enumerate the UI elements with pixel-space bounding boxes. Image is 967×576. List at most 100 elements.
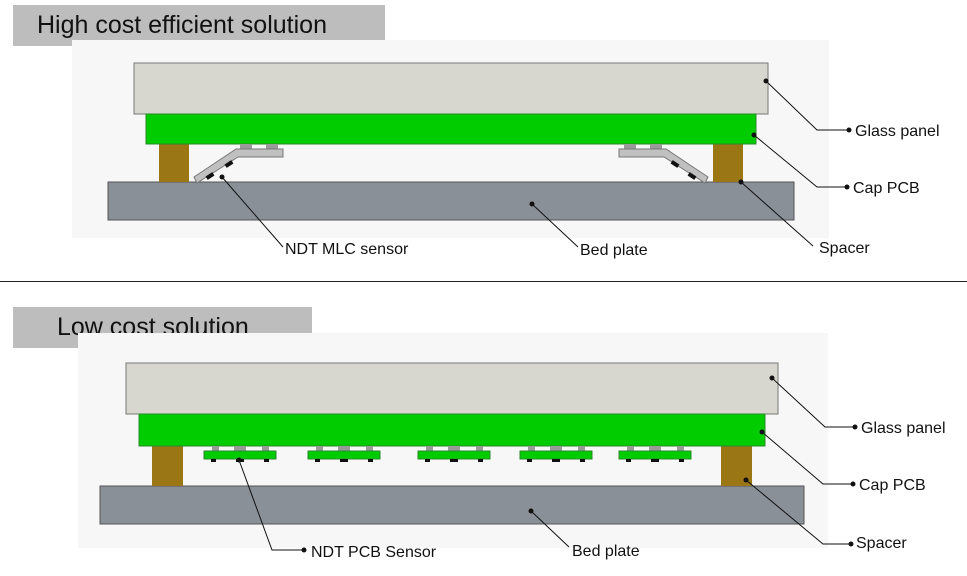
dot bbox=[844, 184, 850, 190]
dot bbox=[219, 174, 225, 180]
sensor-chip bbox=[651, 459, 659, 462]
pad bbox=[677, 446, 684, 451]
label-spacer: Spacer bbox=[856, 535, 907, 552]
bottom-bed-plate bbox=[99, 485, 805, 525]
sensor-chip bbox=[340, 459, 348, 462]
top-glass-panel bbox=[133, 62, 769, 115]
leader-sensor bbox=[221, 176, 284, 248]
dot bbox=[763, 78, 769, 84]
pad bbox=[266, 144, 278, 149]
pad bbox=[234, 446, 246, 451]
label-cap-pcb: Cap PCB bbox=[859, 477, 926, 494]
label-sensor: NDT PCB Sensor bbox=[311, 544, 437, 561]
pad bbox=[262, 446, 269, 451]
sensor-chip bbox=[626, 459, 631, 462]
label-glass-panel: Glass panel bbox=[855, 123, 940, 140]
dot bbox=[528, 508, 534, 514]
pad bbox=[448, 446, 460, 451]
sensor-chip bbox=[205, 172, 215, 180]
label-glass-panel: Glass panel bbox=[861, 420, 946, 437]
pcb-sensor-board bbox=[618, 446, 692, 462]
sensor-board bbox=[519, 450, 593, 460]
leader-bed-plate bbox=[531, 203, 579, 248]
top-cap-pcb bbox=[145, 113, 757, 145]
sensor-chip bbox=[211, 459, 216, 462]
sensor-chip bbox=[670, 160, 680, 168]
top-spacer-right bbox=[713, 143, 743, 182]
leader-cap-pcb bbox=[761, 431, 853, 485]
leader-bed-plate bbox=[530, 510, 570, 548]
pad bbox=[624, 144, 636, 149]
pad bbox=[528, 446, 535, 451]
label-spacer: Spacer bbox=[819, 240, 870, 257]
label-bed-plate: Bed plate bbox=[580, 242, 648, 259]
section-divider bbox=[0, 281, 967, 282]
dot bbox=[738, 179, 744, 185]
sensor-chip bbox=[264, 459, 269, 462]
dot bbox=[751, 132, 757, 138]
dot bbox=[850, 481, 856, 487]
dot bbox=[769, 375, 775, 381]
top-diagram: Glass panel Cap PCB Spacer NDT MLC senso… bbox=[107, 62, 940, 259]
leader-spacer bbox=[740, 181, 814, 247]
bottom-glass-panel bbox=[125, 362, 779, 415]
pcb-sensor-row bbox=[203, 446, 692, 462]
pad bbox=[366, 446, 373, 451]
dot bbox=[846, 127, 852, 133]
leader-glass-panel bbox=[765, 80, 849, 131]
sensor-chip bbox=[552, 459, 560, 462]
pad bbox=[426, 446, 433, 451]
label-bed-plate: Bed plate bbox=[572, 543, 640, 560]
leader-sensor bbox=[238, 459, 304, 551]
dot bbox=[848, 541, 854, 547]
bottom-spacer-left bbox=[152, 446, 183, 486]
dot bbox=[529, 201, 535, 207]
bottom-cap-pcb bbox=[138, 413, 766, 447]
label-cap-pcb: Cap PCB bbox=[853, 180, 920, 197]
dot bbox=[759, 429, 765, 435]
sensor-board bbox=[307, 450, 381, 460]
sensor-board bbox=[618, 450, 692, 460]
top-bed-plate bbox=[107, 181, 795, 221]
pad bbox=[212, 446, 219, 451]
bracket bbox=[618, 148, 709, 184]
sensor-chip bbox=[478, 459, 483, 462]
sensor-chip bbox=[450, 459, 458, 462]
pad bbox=[578, 446, 585, 451]
sensor-chip bbox=[425, 459, 430, 462]
sensor-chip bbox=[527, 459, 532, 462]
sensor-chip bbox=[368, 459, 373, 462]
sensor-chip bbox=[315, 459, 320, 462]
bottom-diagram: Glass panel Cap PCB Spacer NDT PCB Senso… bbox=[99, 362, 946, 561]
leader-spacer bbox=[745, 479, 851, 545]
sensor-chip bbox=[687, 172, 697, 180]
top-mlc-sensor-left bbox=[193, 144, 284, 184]
leader-cap-pcb bbox=[753, 134, 847, 188]
pcb-sensor-board bbox=[417, 446, 491, 462]
pad bbox=[338, 446, 350, 451]
pad bbox=[476, 446, 483, 451]
pad bbox=[316, 446, 323, 451]
sensor-board bbox=[417, 450, 491, 460]
pad bbox=[650, 144, 662, 149]
dot bbox=[743, 477, 749, 483]
label-sensor: NDT MLC sensor bbox=[285, 241, 409, 258]
dot bbox=[236, 457, 242, 463]
pad bbox=[627, 446, 634, 451]
pcb-sensor-board bbox=[519, 446, 593, 462]
pad bbox=[649, 446, 661, 451]
pad bbox=[550, 446, 562, 451]
pcb-sensor-board bbox=[307, 446, 381, 462]
sensor-chip bbox=[580, 459, 585, 462]
section-title-high-cost: High cost efficient solution bbox=[13, 5, 385, 46]
bracket bbox=[193, 148, 284, 184]
pad bbox=[240, 144, 252, 149]
leader-glass-panel bbox=[771, 377, 855, 428]
sensor-chip bbox=[679, 459, 684, 462]
sensor-chip bbox=[224, 160, 234, 168]
dot bbox=[852, 424, 858, 430]
top-spacer-left bbox=[159, 143, 189, 182]
dot bbox=[301, 547, 307, 553]
top-mlc-sensor-right bbox=[618, 144, 709, 184]
